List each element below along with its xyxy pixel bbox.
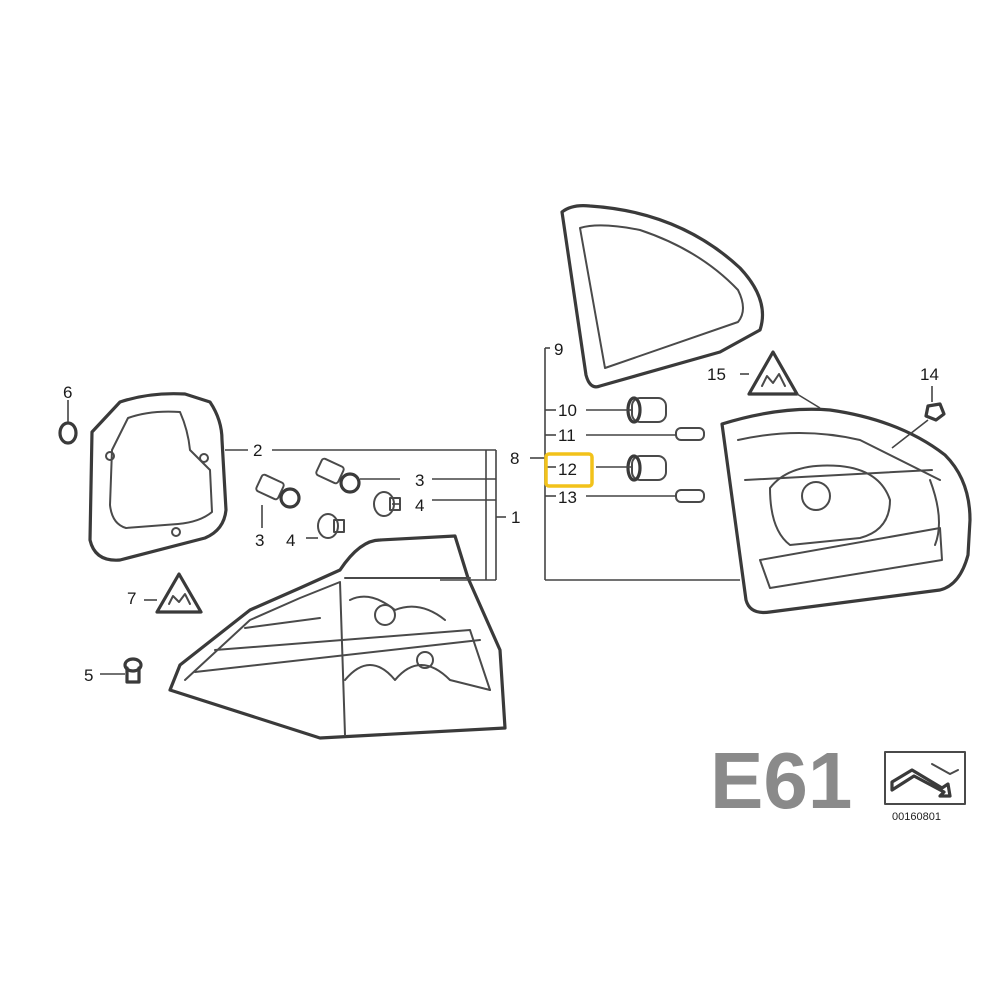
callout-6: 6	[63, 383, 72, 402]
highlight-box-part-12	[544, 452, 594, 488]
callout-15: 15	[707, 365, 726, 384]
clip-part-5	[100, 657, 143, 684]
callout-9: 9	[554, 340, 563, 359]
left-tail-light	[168, 534, 507, 740]
callout-5: 5	[84, 666, 93, 685]
left-gasket	[88, 392, 228, 562]
right-tail-light	[720, 407, 972, 615]
bulb-socket-left	[255, 473, 301, 528]
callout-7: 7	[127, 589, 136, 608]
callout-10: 10	[558, 401, 577, 420]
callout-14: 14	[920, 365, 939, 384]
callout-4a: 4	[415, 496, 424, 515]
bulb-11	[675, 427, 705, 441]
callout-4b: 4	[286, 531, 295, 550]
orientation-icon	[884, 751, 966, 805]
warning-triangle-icon	[155, 572, 203, 614]
callout-8: 8	[510, 449, 519, 468]
left-leader-lines	[144, 449, 506, 601]
model-label: E61	[710, 736, 852, 825]
bulb-left	[317, 513, 345, 539]
bulb-socket-10	[626, 396, 667, 424]
right-leader-lines	[530, 347, 740, 581]
right-gasket	[560, 204, 765, 389]
callout-11: 11	[558, 426, 576, 445]
bulb-socket-12	[626, 454, 667, 482]
callout-12: 12	[558, 460, 577, 479]
nut-part-6	[58, 400, 78, 445]
bulb-13	[675, 489, 705, 503]
warning-triangle-icon	[740, 350, 821, 409]
callout-3a: 3	[415, 471, 424, 490]
callout-3b: 3	[255, 531, 264, 550]
bulb-socket-mid	[315, 457, 361, 494]
diagram-ref-number: 00160801	[892, 811, 941, 823]
nut-part-14	[891, 386, 946, 449]
callout-labels: 1 2 3 3 4 4 5 6 7 8 9 10 11 12 13 14 15	[63, 340, 939, 685]
callout-13: 13	[558, 488, 577, 507]
callout-1: 1	[511, 508, 520, 527]
callout-2: 2	[253, 441, 262, 460]
